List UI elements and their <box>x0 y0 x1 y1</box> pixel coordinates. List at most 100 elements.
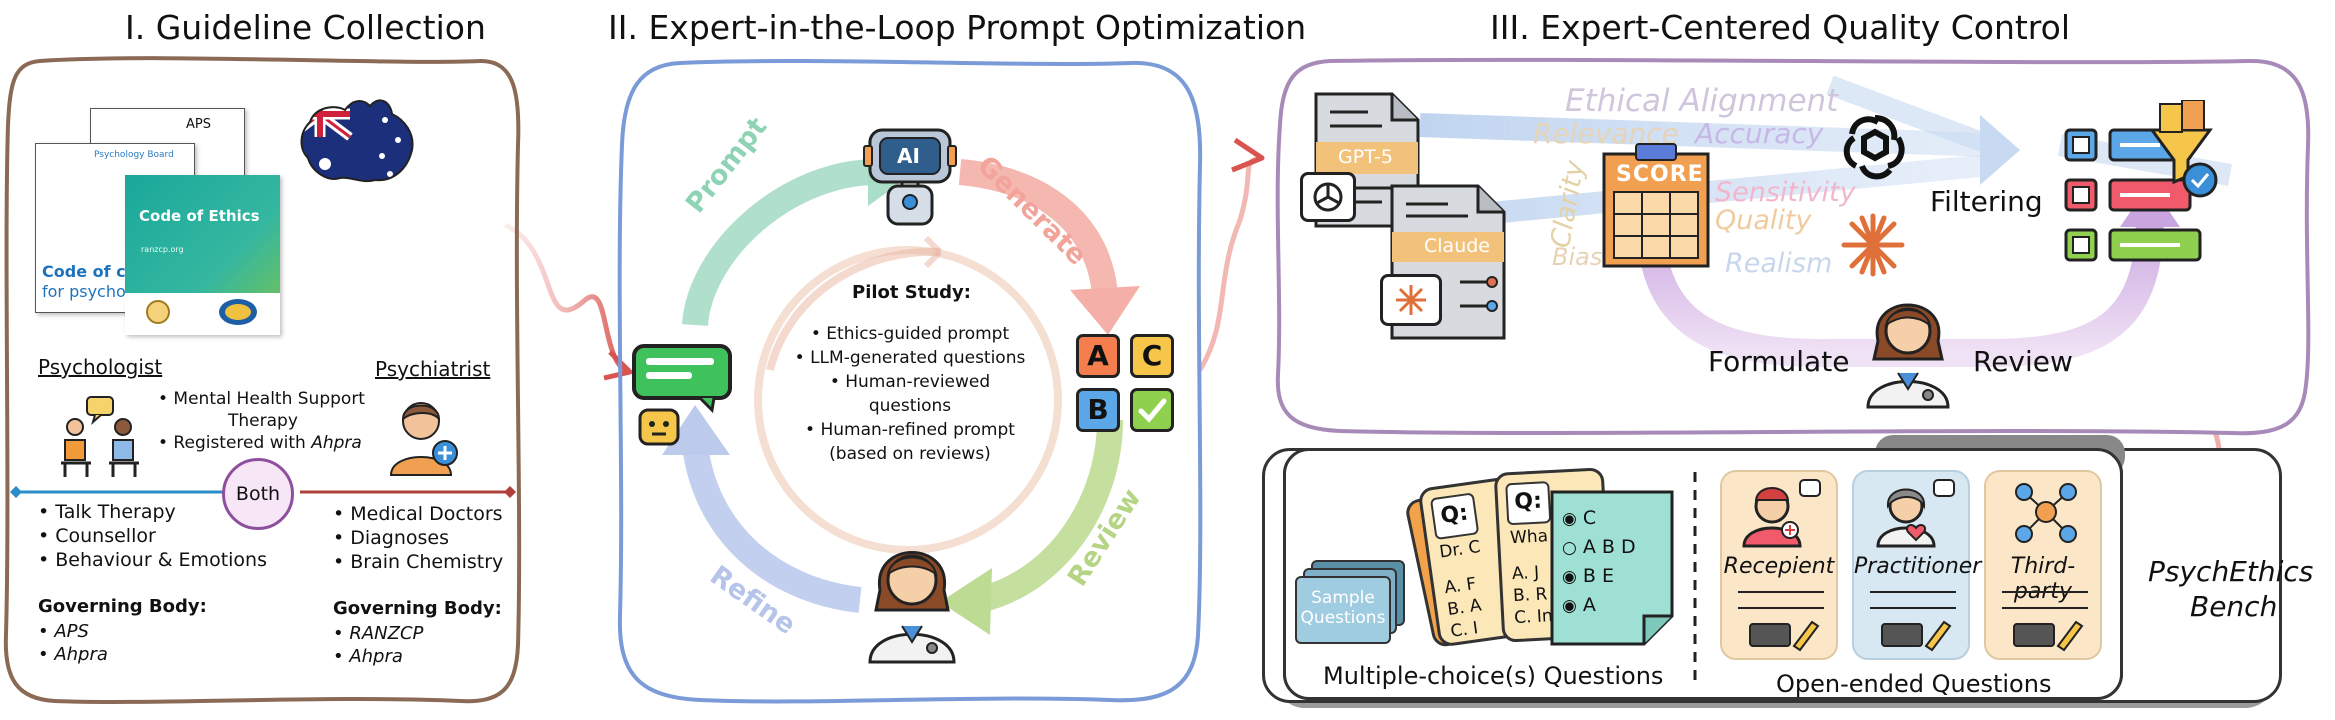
answer-option-4: ◉ A <box>1562 594 1596 616</box>
expert-reviewer-icon <box>1858 285 1958 410</box>
criterion-accuracy: Accuracy <box>1695 117 1824 150</box>
score-board-icon: SCORE <box>1598 140 1714 270</box>
answer-card-shape <box>1550 490 1674 646</box>
gpt5-label: GPT-5 <box>1338 146 1393 168</box>
psychiatrist-governing-label: Governing Body: <box>333 598 502 619</box>
sample-label-line1: Sample <box>1311 588 1375 608</box>
guideline-panel-frame <box>3 56 522 704</box>
ai-robot-icon: AI <box>862 120 958 230</box>
card1-line: C. I <box>1449 618 1480 642</box>
section-title-quality: III. Expert-Centered Quality Control <box>1490 8 2070 47</box>
quality-panel-frame <box>1275 57 2311 436</box>
tile-c-letter: C <box>1141 339 1163 372</box>
refine-arrow <box>682 443 862 613</box>
list-item: (based on reviews) <box>829 444 991 464</box>
answer-option-2: ○ A B D <box>1562 536 1636 558</box>
pilot-study-title: Pilot Study: <box>852 282 971 303</box>
list-item: • Diagnoses <box>333 527 450 549</box>
chatbot-icon <box>630 340 735 450</box>
bench-name-line2: Bench <box>2190 590 2278 623</box>
list-item: • Ahpra <box>333 646 403 667</box>
practitioner-icon <box>1874 478 1955 548</box>
psychologist-bullet-1b: Therapy <box>228 411 298 431</box>
list-item: • Ethics-guided prompt <box>810 324 1010 344</box>
card2-line: B. R <box>1512 584 1548 607</box>
formulate-label: Formulate <box>1708 345 1850 378</box>
card2-line: Wha <box>1509 526 1549 549</box>
psychologist-bullet-2: • Registered with Ahpra <box>158 433 362 453</box>
answer-text: A B D <box>1582 536 1636 558</box>
openai-logo-icon <box>1300 172 1356 222</box>
connector-arrowhead-2-3 <box>1231 137 1265 173</box>
card1-line: Dr. C <box>1438 537 1482 563</box>
psychiatrist-governing-list: • RANZCP • Ahpra <box>333 622 423 668</box>
connector-arrowhead-1-2 <box>603 350 633 381</box>
psychologist-bullet-1: • Mental Health Support <box>158 389 365 409</box>
generate-arrow <box>958 159 1118 297</box>
list-item: • Counsellor <box>38 525 156 547</box>
sample-label-line2: Questions <box>1300 608 1386 628</box>
answer-options: ◉ C ○ A B D ◉ B E ◉ A <box>1562 504 1636 620</box>
check-tile-icon <box>1130 388 1174 432</box>
tile-a-letter: A <box>1087 339 1109 372</box>
profession-spectrum-line <box>10 486 516 498</box>
score-label: SCORE <box>1616 162 1704 187</box>
recipient-lines <box>1738 591 1824 652</box>
code-of-ethics-document: Code of Ethics ranzcp.org <box>125 175 280 335</box>
practitioner-label: Practitioner <box>1854 554 1982 579</box>
list-item: • Brain Chemistry <box>333 551 504 573</box>
psychologist-list: • Talk Therapy • Counsellor • Behaviour … <box>38 500 267 572</box>
answer-text: B E <box>1582 565 1614 587</box>
list-item: • Talk Therapy <box>38 501 176 523</box>
psychiatrist-label: Psychiatrist <box>375 357 491 381</box>
third-party-card: Third-party <box>1984 470 2102 660</box>
refine-arrowhead <box>662 405 730 455</box>
ethics-url: ranzcp.org <box>141 245 184 254</box>
answer-text: A <box>1582 594 1596 616</box>
card1-text: Dr. C A. F B. A C. I <box>1438 536 1493 643</box>
expert-doctor-icon <box>862 530 962 665</box>
list-item: • Human-refined prompt <box>805 420 1015 440</box>
ai-robot-label: AI <box>897 144 920 168</box>
criterion-realism: Realism <box>1725 248 1833 279</box>
ethics-title: Code of Ethics <box>139 207 260 225</box>
q-badge-2: Q: <box>1505 481 1552 526</box>
both-circle: Both <box>222 458 294 530</box>
mc-questions-label: Multiple-choice(s) Questions <box>1323 662 1664 690</box>
criterion-bias: Bias <box>1552 243 1603 271</box>
list-item: • Behaviour & Emotions <box>38 549 267 571</box>
bench-name-line1: PsychEthics <box>2148 555 2314 588</box>
claude-document: Claude <box>1380 182 1508 342</box>
recipient-card: Recepient <box>1720 470 1838 660</box>
sample-questions-stack: Sample Questions <box>1295 560 1405 644</box>
ahpra-inline: Ahpra <box>311 433 362 453</box>
list-item: • Medical Doctors <box>333 503 503 525</box>
australia-flag-map-icon <box>290 92 420 192</box>
list-item: • Human-reviewed <box>829 372 991 392</box>
stack-card-front: Sample Questions <box>1295 576 1391 644</box>
practitioner-card: Practitioner <box>1852 470 1982 660</box>
list-item: • LLM-generated questions <box>794 348 1026 368</box>
review-label: Review <box>1973 345 2073 378</box>
list-item: • Ahpra <box>38 644 108 665</box>
claude-judge-icon <box>1838 210 1908 280</box>
optimization-panel-frame <box>617 59 1203 704</box>
claude-label: Claude <box>1424 235 1490 257</box>
aps-logo-text: APS <box>186 117 211 132</box>
answer-card: ◉ C ○ A B D ◉ B E ◉ A <box>1548 488 1676 648</box>
recipient-icon <box>1740 478 1821 548</box>
psychologist-governing-label: Governing Body: <box>38 596 207 617</box>
filtering-label: Filtering <box>1930 185 2043 218</box>
prompt-arrow <box>682 158 881 327</box>
filtered-list-icon <box>2060 99 2220 270</box>
talk-therapy-icon <box>55 395 145 480</box>
criterion-sensitivity: Sensitivity <box>1715 177 1856 208</box>
tile-c: C <box>1130 334 1174 378</box>
criterion-ethical-alignment: Ethical Alignment <box>1565 83 1839 119</box>
card2-text: Wha A. J B. R C. In <box>1509 525 1554 629</box>
tile-b: B <box>1076 388 1120 432</box>
answer-text: C <box>1582 507 1597 529</box>
tile-b-letter: B <box>1087 393 1109 426</box>
bench-divider <box>1693 472 1697 682</box>
gpt5-document: GPT-5 <box>1300 90 1422 230</box>
